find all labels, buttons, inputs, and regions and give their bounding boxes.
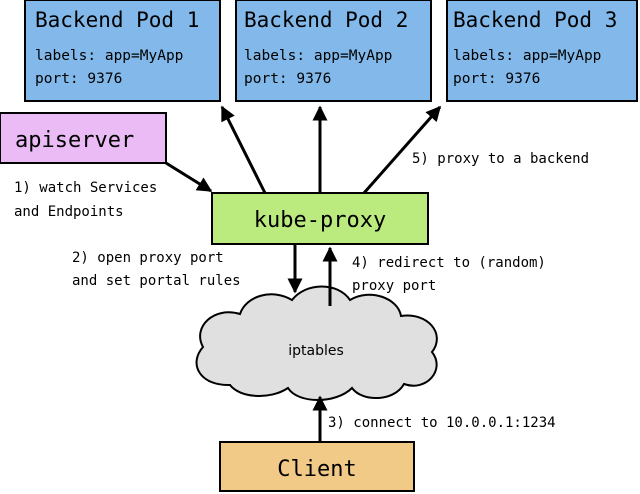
backend-pod-3-box (446, 0, 638, 102)
client-node: Client (219, 441, 415, 492)
iptables-label: iptables (288, 343, 344, 359)
backend-pod-2-title: Backend Pod 2 (244, 8, 408, 32)
backend-pod-1-port: port: 9376 (35, 71, 122, 87)
arrow-kube-proxy-to-pod-1 (220, 105, 267, 194)
iptables-cloud-shape (195, 285, 438, 401)
backend-pod-1: Backend Pod 1 labels: app=MyApp port: 93… (24, 0, 221, 102)
arrow-apiserver-to-kube-proxy (165, 161, 213, 193)
backend-pod-3-title: Backend Pod 3 (453, 8, 617, 32)
kube-proxy-label: kube-proxy (254, 208, 386, 233)
step-2-line-1: 2) open proxy port (72, 250, 224, 266)
backend-pod-2-port: port: 9376 (244, 71, 331, 87)
apiserver-node: apiserver (0, 112, 167, 164)
backend-pod-1-title: Backend Pod 1 (35, 8, 199, 32)
arrow-kube-proxy-to-pod-3 (362, 105, 442, 194)
backend-pod-2-labels: labels: app=MyApp (244, 48, 392, 64)
step-2-line-2: and set portal rules (72, 273, 241, 289)
apiserver-box (0, 112, 167, 164)
backend-pod-2: Backend Pod 2 labels: app=MyApp port: 93… (235, 0, 432, 102)
step-1-line-1: 1) watch Services (14, 180, 157, 196)
kube-proxy-box (211, 192, 429, 245)
iptables-cloud: iptables (195, 285, 438, 401)
backend-pod-3: Backend Pod 3 labels: app=MyApp port: 93… (446, 0, 638, 102)
step-1-line-2: and Endpoints (14, 204, 124, 220)
backend-pod-1-box (24, 0, 221, 102)
kube-proxy-node: kube-proxy (211, 192, 429, 245)
apiserver-label: apiserver (15, 128, 134, 153)
backend-pod-3-labels: labels: app=MyApp (453, 48, 601, 64)
step-4-line-2: proxy port (352, 278, 436, 294)
client-box (219, 441, 415, 492)
step-3-line-1: 3) connect to 10.0.0.1:1234 (328, 415, 556, 431)
backend-pod-3-port: port: 9376 (453, 71, 540, 87)
backend-pod-1-labels: labels: app=MyApp (35, 48, 183, 64)
step-4-line-1: 4) redirect to (random) (352, 255, 546, 271)
client-label: Client (277, 457, 356, 482)
backend-pod-2-box (235, 0, 432, 102)
step-5-line-1: 5) proxy to a backend (412, 151, 589, 167)
